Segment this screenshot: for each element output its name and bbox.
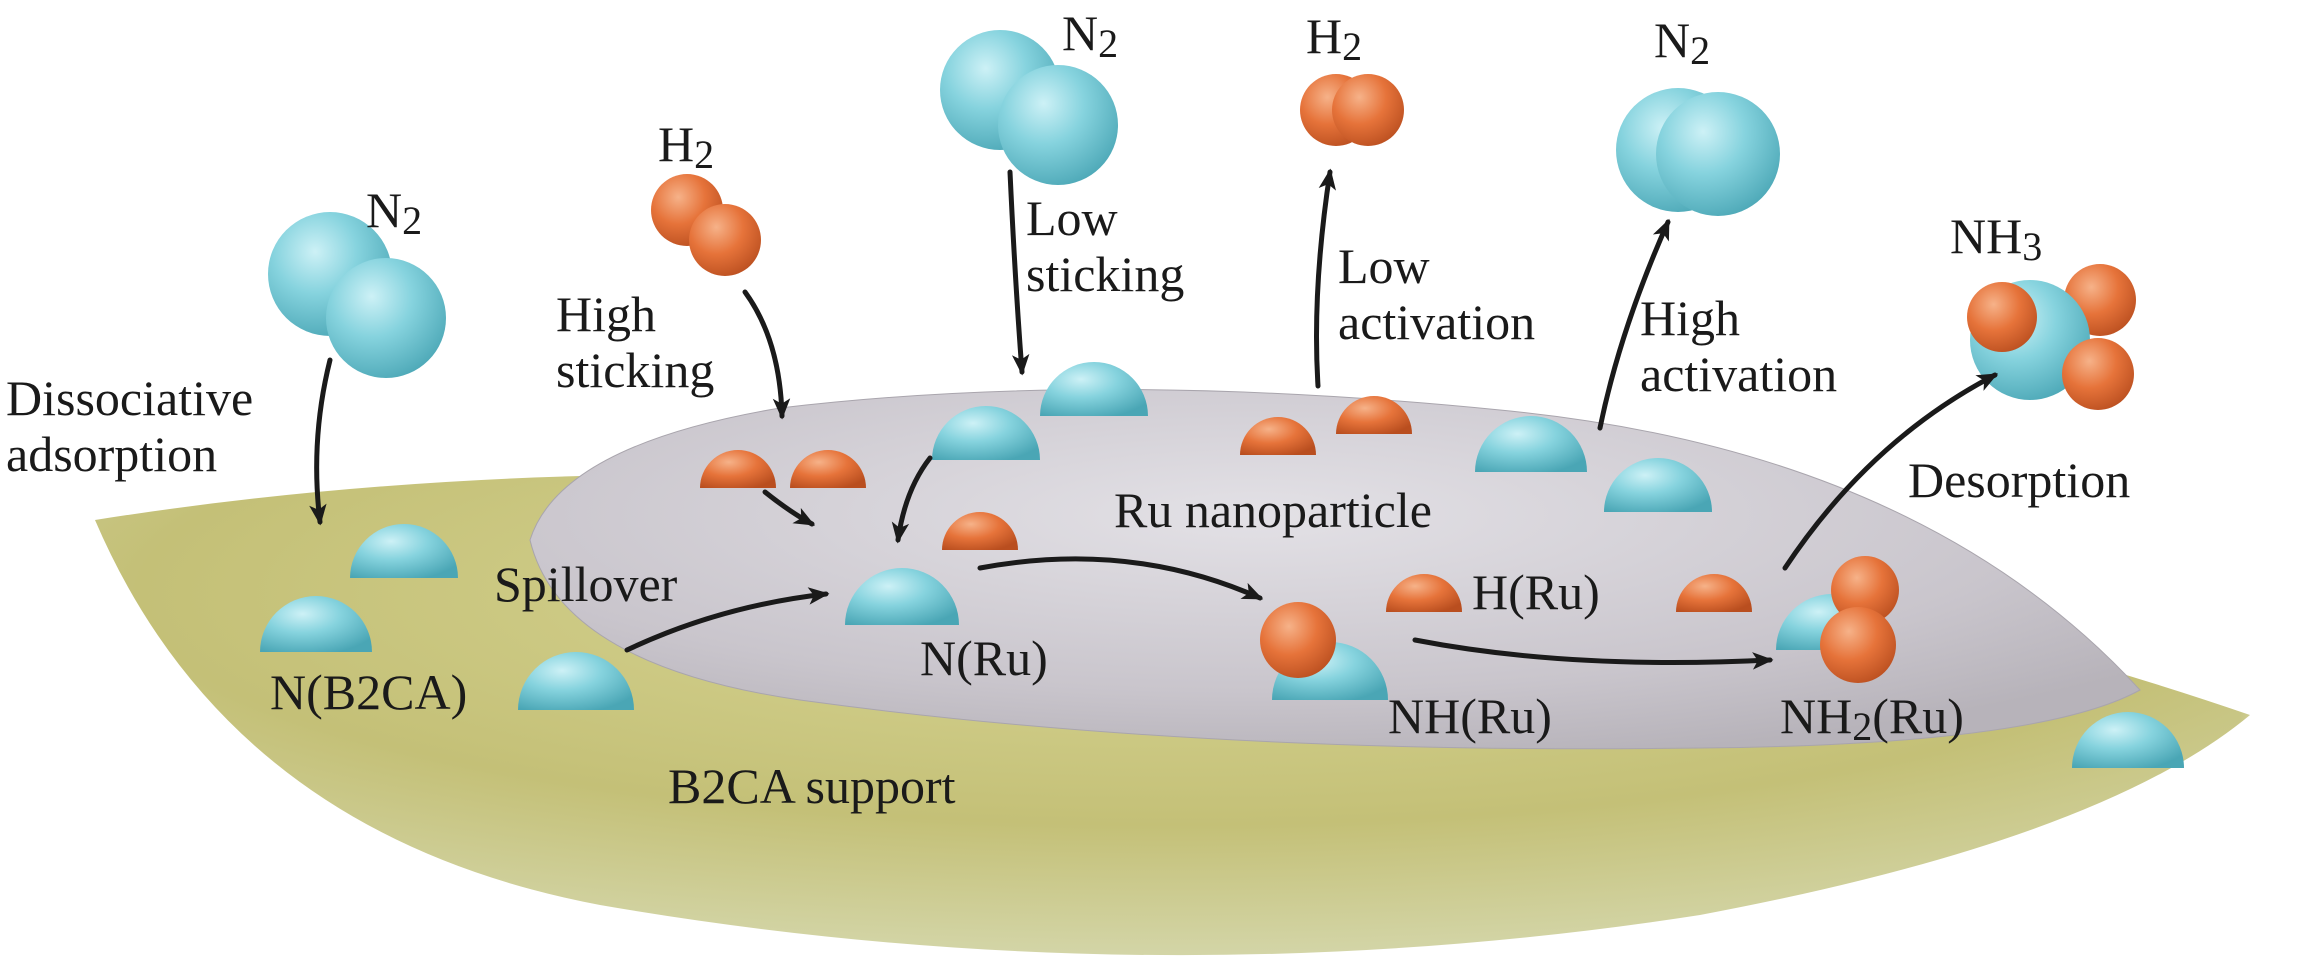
n2-molecule-left: [268, 212, 446, 378]
arrow-nh-to-nh2: [1412, 637, 1774, 670]
h-atom: [1336, 396, 1412, 434]
n2-molecule-right: [1616, 88, 1780, 216]
nh2-adsorbate: [1776, 556, 1899, 683]
surface-hydrogen-atoms: [700, 396, 1752, 612]
n-atom: [1604, 458, 1712, 512]
n-b2ca-label: N(B2CA): [270, 664, 468, 720]
nh-ru-label: NH(Ru): [1388, 688, 1552, 744]
reaction-arrows: [309, 168, 1999, 670]
surface-nitrogen-atoms: [260, 362, 2184, 768]
nh3-label: NH3: [1950, 208, 2043, 270]
h2-molecule-top: [1300, 74, 1404, 146]
h-atom: [942, 512, 1018, 550]
spillover-label: Spillover: [494, 556, 678, 612]
n-atom: [845, 568, 959, 625]
low-sticking-label: Low sticking: [1026, 190, 1185, 302]
h-atom: [790, 450, 866, 488]
n2-label-left: N2: [366, 182, 423, 244]
h-atom: [1240, 417, 1316, 455]
arrow-high-activation: [1597, 218, 1671, 431]
h-atom: [700, 450, 776, 488]
h-ru-label: H(Ru): [1472, 564, 1600, 620]
b2ca-support-label: B2CA support: [668, 758, 956, 814]
n-atom: [1475, 416, 1587, 472]
n-atom: [350, 524, 458, 578]
arrow-spillover: [624, 587, 830, 653]
arrow-low-activation: [1314, 168, 1337, 389]
h-atom: [1386, 574, 1462, 612]
h-atom: [1676, 574, 1752, 612]
n-atom: [2072, 712, 2184, 768]
h2-label-left: H2: [658, 116, 715, 178]
arrow-dissociative-adsorption: [309, 357, 333, 526]
nh2-ru-label: NH2(Ru): [1780, 688, 1964, 750]
dissociative-adsorption-label: Dissociative adsorption: [6, 370, 254, 482]
nh-adsorbate: [1260, 602, 1388, 700]
desorption-label: Desorption: [1908, 452, 2131, 508]
n-atom: [932, 406, 1040, 460]
h2-molecule-left: [651, 174, 761, 276]
n2-label-mid: N2: [1062, 5, 1119, 67]
arrow-low-sticking: [1007, 169, 1030, 376]
arrow-desorption: [1782, 372, 1999, 571]
arrow-n-to-n-ru: [891, 455, 933, 544]
n-atom: [1040, 362, 1148, 416]
nh3-molecule: [1967, 264, 2136, 410]
h2-label-top: H2: [1306, 8, 1363, 70]
n2-molecule-mid: [940, 30, 1118, 185]
high-sticking-label: High sticking: [556, 286, 715, 398]
ru-nanoparticle-label: Ru nanoparticle: [1114, 482, 1432, 538]
n-atom: [260, 596, 372, 652]
arrow-h-to-n-ru: [762, 489, 816, 527]
n-ru-label: N(Ru): [920, 630, 1048, 686]
n-atom: [518, 652, 634, 710]
low-activation-label: Low activation: [1338, 238, 1536, 350]
arrow-n-to-nh: [977, 556, 1264, 601]
n2-label-right: N2: [1654, 12, 1711, 74]
arrow-high-sticking: [742, 289, 791, 420]
high-activation-label: High activation: [1640, 290, 1838, 402]
